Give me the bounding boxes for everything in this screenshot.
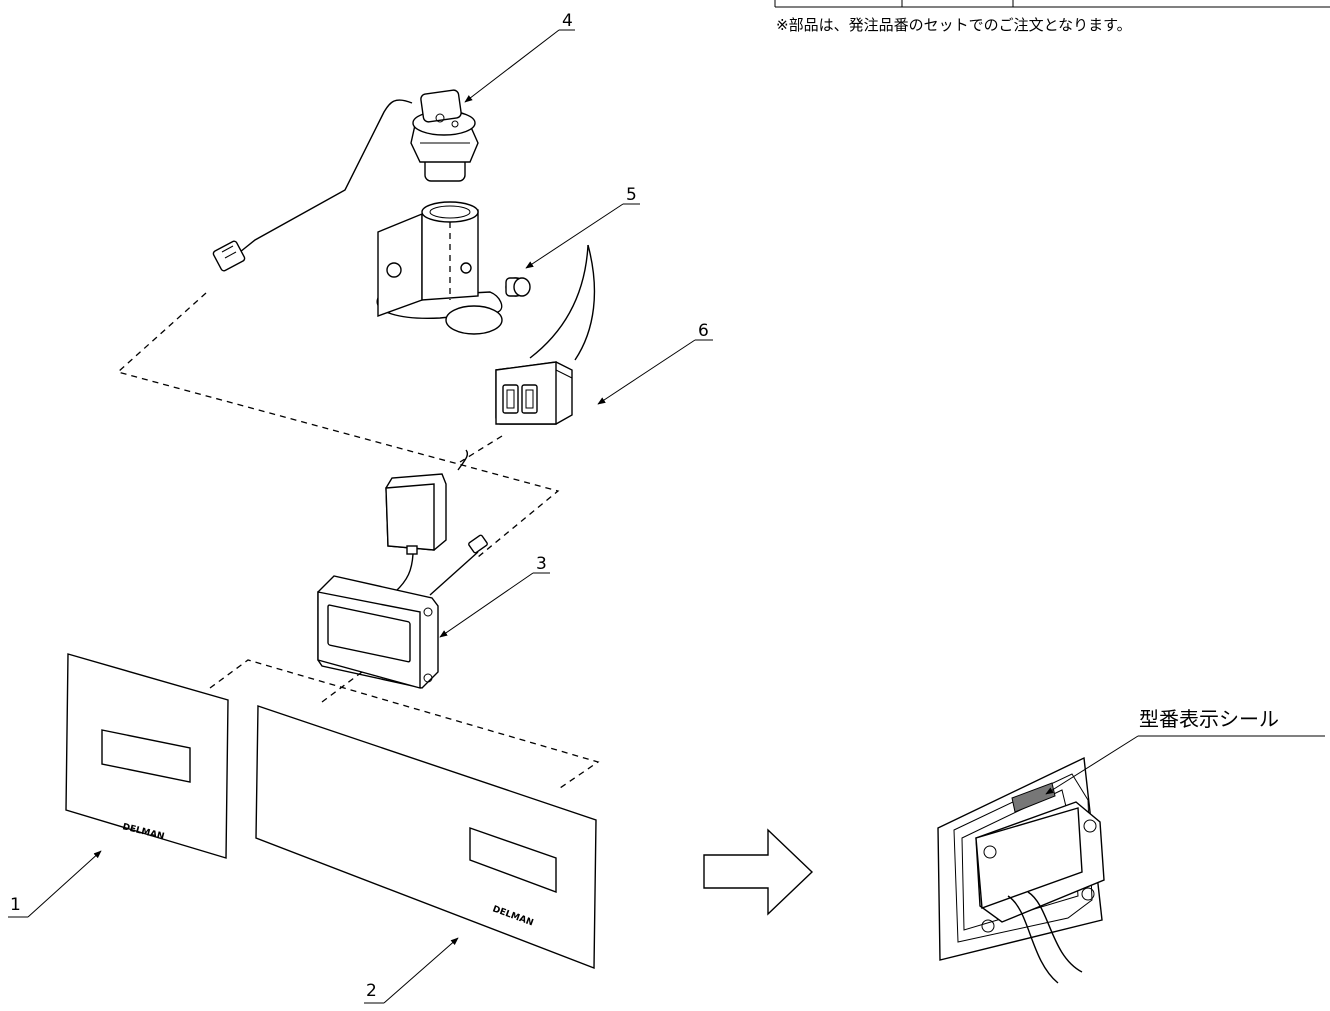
- part-4-sensor: [212, 89, 479, 272]
- callout-5: 5: [525, 185, 640, 269]
- callout-3-label: 3: [536, 554, 547, 574]
- callout-6-label: 6: [698, 321, 709, 341]
- callout-4: 4: [464, 11, 575, 103]
- direction-arrow-icon: [703, 828, 814, 916]
- part-3-control-box: [317, 534, 488, 689]
- callout-3: 3: [439, 554, 550, 638]
- sensor-connector: [212, 240, 246, 272]
- part-6-terminal-block: [495, 244, 596, 425]
- power-adapter: [385, 449, 469, 555]
- callout-5-label: 5: [626, 185, 637, 205]
- part-5-plug: [505, 277, 531, 297]
- part-2-large-cover-plate: DELMAN: [255, 705, 597, 970]
- callout-2: 2: [364, 937, 459, 1004]
- assembly-guide-lines: [116, 292, 600, 789]
- parts-table-fragment: [774, 0, 1330, 8]
- callout-4-label: 4: [562, 11, 573, 31]
- callout-1: 1: [8, 850, 102, 918]
- model-number-sticker: [1011, 782, 1056, 813]
- part-1-small-cover-plate: DELMAN: [65, 653, 229, 859]
- assembled-view: [937, 756, 1105, 984]
- callout-2-label: 2: [366, 981, 377, 1001]
- callout-6: 6: [597, 321, 713, 405]
- sticker-callout: 型番表示シール: [1045, 707, 1325, 795]
- sticker-label: 型番表示シール: [1139, 707, 1279, 731]
- callout-1-label: 1: [10, 895, 21, 915]
- parts-order-note: ※部品は、発注品番のセットでのご注文となります。: [776, 16, 1132, 34]
- valve-body: [376, 201, 503, 335]
